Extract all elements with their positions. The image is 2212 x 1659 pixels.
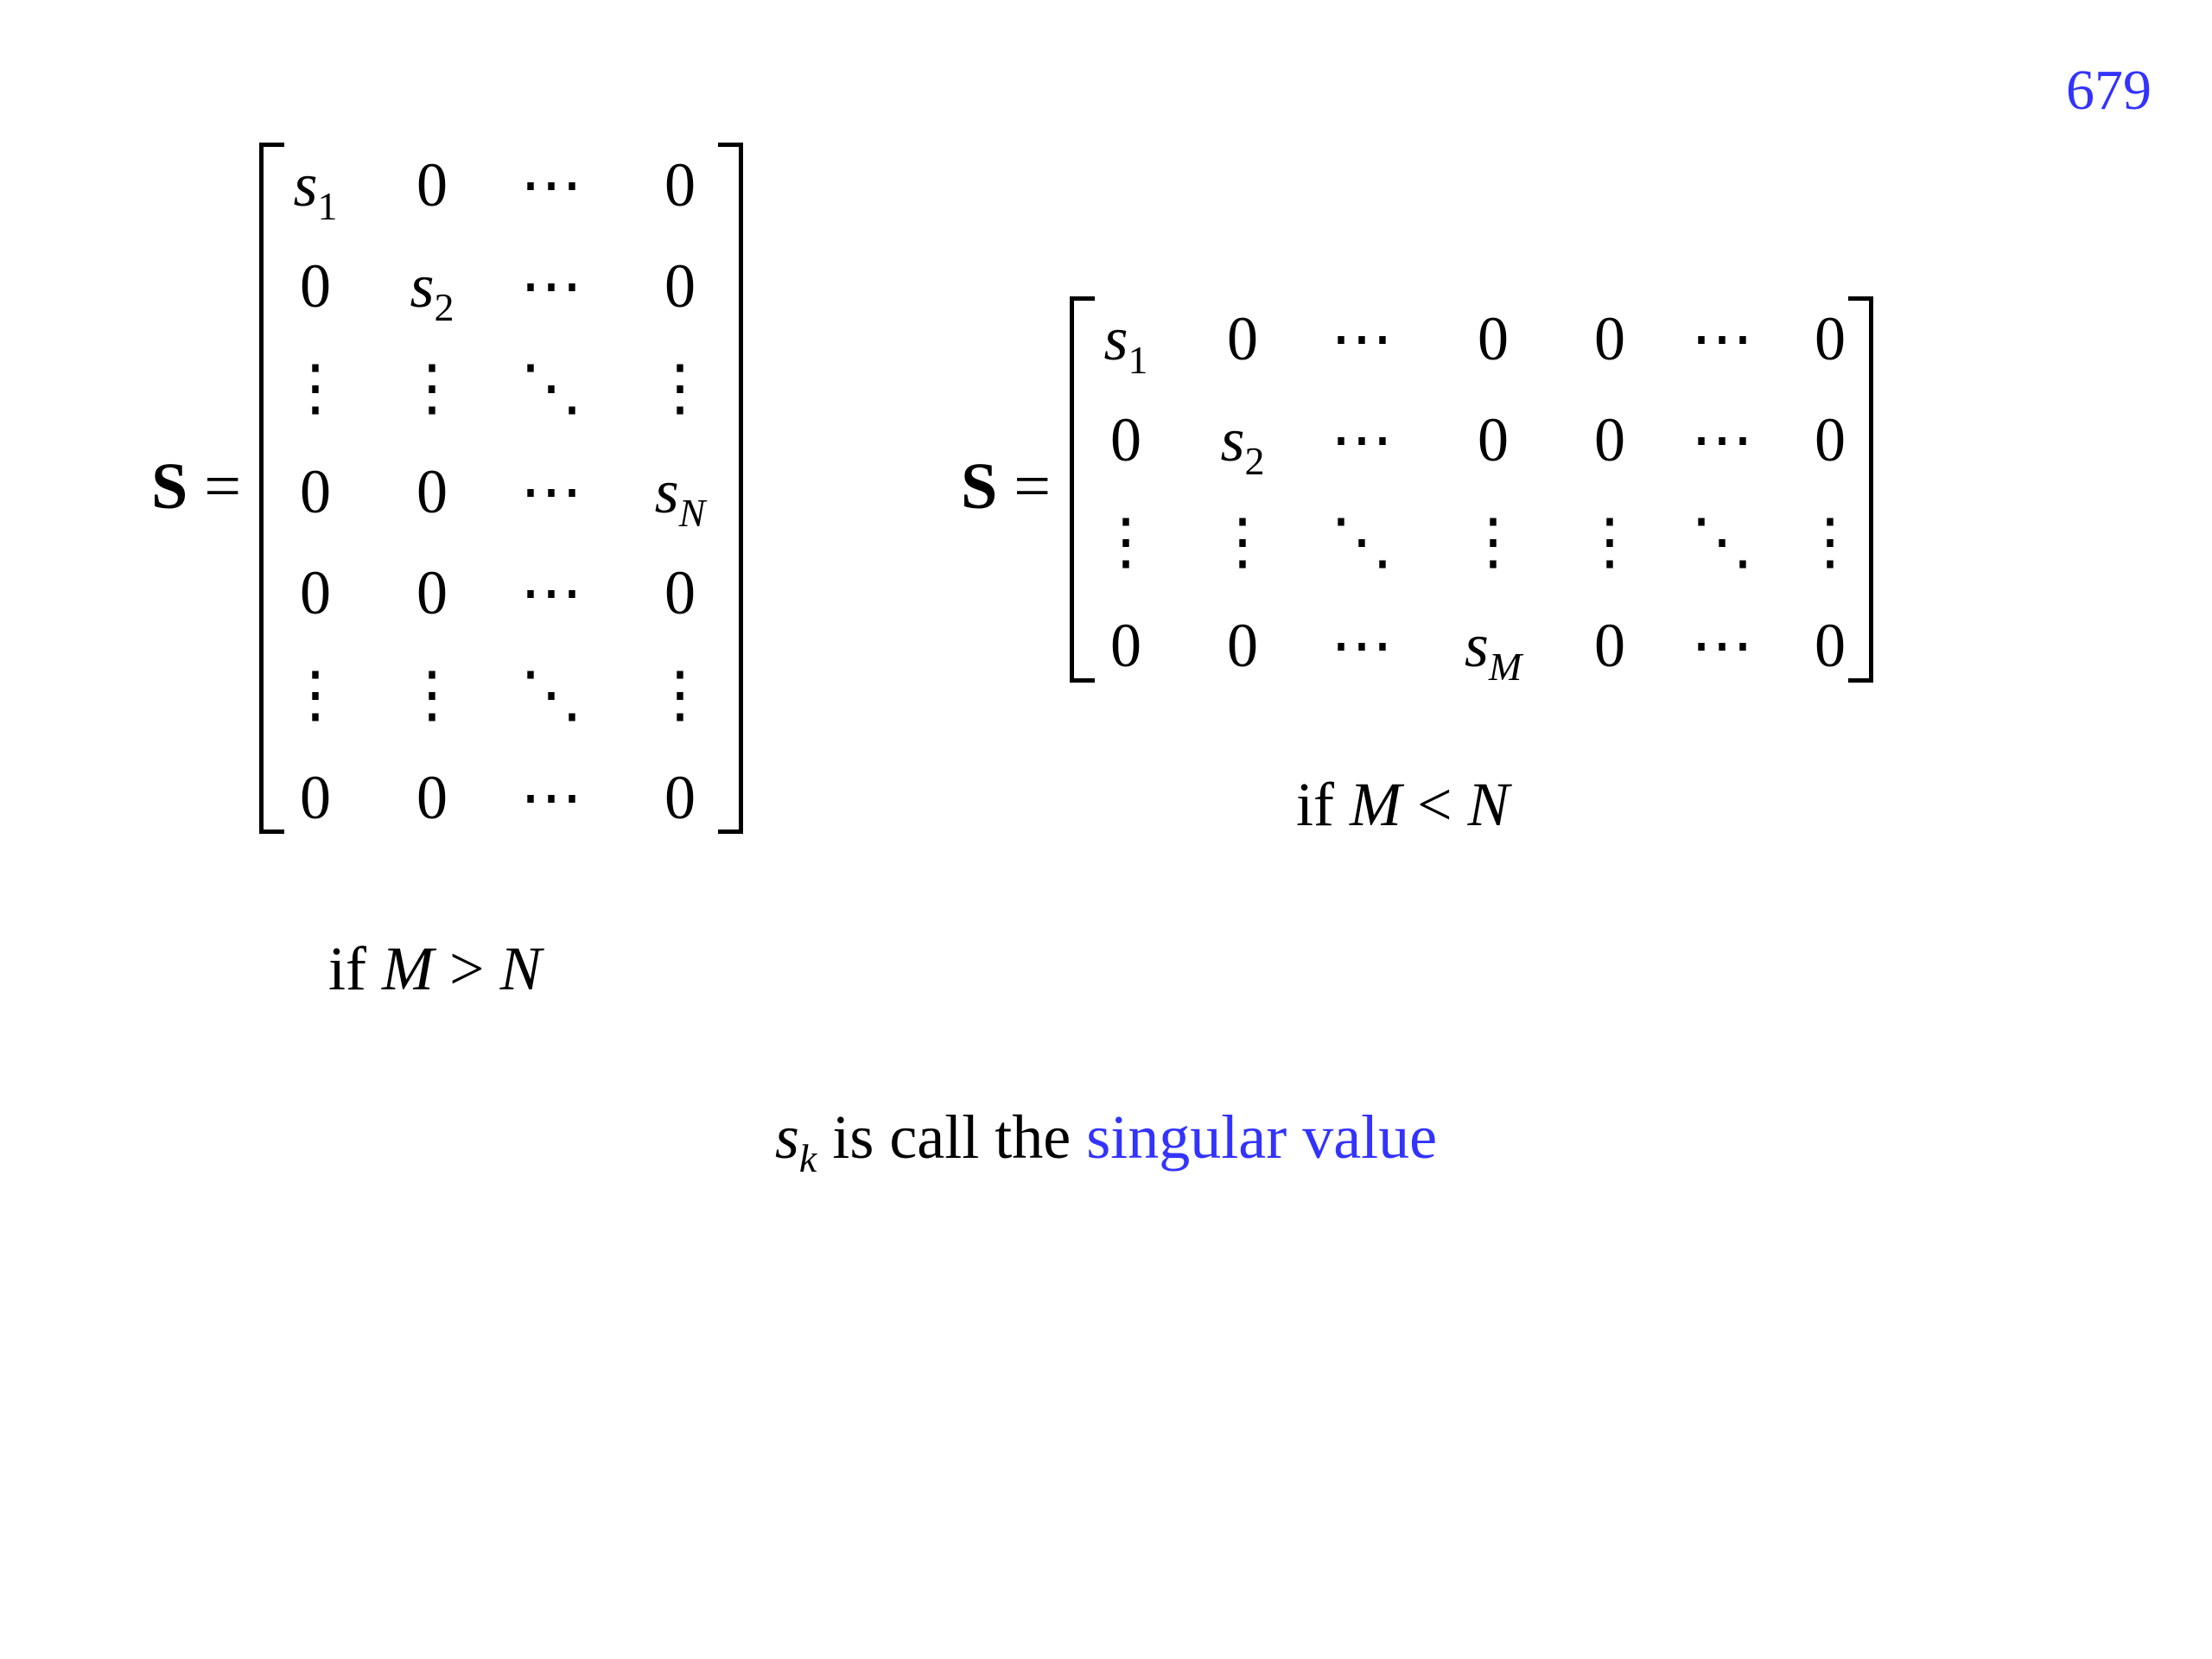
condition-relation: <: [1416, 770, 1452, 839]
right-matrix-cell-r2-c6: ⋯: [1691, 405, 1753, 474]
right-matrix-cell-r4-c3: ⋯: [1331, 611, 1393, 680]
right-matrix-cell-r4-c5: 0: [1594, 611, 1625, 680]
caption-variable-subscript: k: [798, 1136, 817, 1181]
right-matrix-cell-r2-c4: 0: [1478, 405, 1509, 474]
right-matrix-cell-r2-c7: 0: [1815, 405, 1846, 474]
right-matrix-cell-r1-c6: ⋯: [1691, 304, 1753, 373]
singular-value-term: singular value: [1086, 1103, 1438, 1172]
left-matrix-cell-r1-c3: ⋯: [520, 150, 582, 219]
right-matrix-cell-r4-c1: 0: [1110, 611, 1141, 680]
right-matrix-cell-r4-c7: 0: [1815, 611, 1846, 680]
left-matrix-cell-r6-c3: ⋱: [520, 660, 582, 729]
condition-prefix: if: [1296, 770, 1334, 839]
equals-sign: =: [1014, 450, 1052, 523]
right-matrix-cell-r3-c3: ⋱: [1331, 507, 1393, 576]
left-matrix-cell-r4-c3: ⋯: [520, 457, 582, 526]
right-matrix-cell-r1-c2: 0: [1227, 304, 1258, 373]
left-matrix-cell-r5-c1: 0: [300, 558, 331, 627]
condition-prefix: if: [328, 934, 366, 1003]
left-matrix-cell-r3-c1: ⋮: [284, 353, 346, 423]
matrix-symbol: S: [151, 450, 188, 523]
left-matrix-cell-r4-c4: sN: [654, 457, 706, 536]
right-matrix: s1 0 ⋯ 0 0 ⋯ 0 0 s2 ⋯ 0 0 ⋯ 0 ⋮ ⋮ ⋱ ⋮ ⋮ ⋱ ⋮ 0 0 ⋯ sM 0 ⋯ 0: [1070, 296, 1873, 690]
right-matrix-cell-r3-c5: ⋮: [1579, 507, 1641, 576]
right-matrix-cell-r3-c2: ⋮: [1211, 507, 1274, 576]
right-matrix-lhs: S =: [961, 454, 1051, 519]
left-matrix-cell-r5-c2: 0: [416, 558, 448, 627]
matrix-symbol: S: [961, 450, 998, 523]
right-matrix-cell-r2-c1: 0: [1110, 405, 1141, 474]
right-matrix-cell-r2-c2: s2: [1220, 405, 1265, 484]
left-matrix: s1 0 ⋯ 0 0 s2 ⋯ 0 ⋮ ⋮ ⋱ ⋮ 0 0 ⋯ sN 0 0 ⋯ 0 ⋮ ⋮ ⋱ ⋮ 0 0 ⋯ 0: [259, 143, 743, 834]
condition-left: M: [381, 934, 434, 1003]
left-matrix-cell-r5-c4: 0: [664, 558, 696, 627]
left-matrix-cell-r7-c1: 0: [300, 763, 331, 832]
right-matrix-cell-r4-c6: ⋯: [1691, 611, 1753, 680]
left-matrix-cell-r1-c1: s1: [293, 150, 338, 229]
right-matrix-cell-r3-c1: ⋮: [1095, 507, 1157, 576]
condition-relation: >: [448, 934, 485, 1003]
left-matrix-cell-r6-c4: ⋮: [649, 660, 711, 729]
left-matrix-cell-r3-c3: ⋱: [520, 353, 582, 423]
condition-left: M: [1349, 770, 1402, 839]
right-matrix-cell-r1-c5: 0: [1594, 304, 1625, 373]
equals-sign: =: [204, 450, 242, 523]
right-matrix-cell-r1-c3: ⋯: [1331, 304, 1393, 373]
left-matrix-cell-r2-c4: 0: [664, 251, 696, 321]
caption: sk is call the singular value: [0, 1106, 2212, 1179]
condition-right: N: [1467, 770, 1510, 839]
right-matrix-cell-r1-c4: 0: [1478, 304, 1509, 373]
left-matrix-lhs: S =: [151, 454, 241, 519]
left-matrix-cell-r7-c3: ⋯: [520, 763, 582, 832]
caption-variable: s: [774, 1103, 799, 1172]
page-number: 679: [2066, 59, 2152, 122]
left-condition: if M > N: [328, 938, 542, 1000]
left-matrix-cell-r3-c2: ⋮: [401, 353, 463, 423]
left-matrix-cell-r1-c4: 0: [664, 150, 696, 219]
left-matrix-cell-r4-c2: 0: [416, 457, 448, 526]
right-matrix-cell-r2-c3: ⋯: [1331, 405, 1393, 474]
left-matrix-cell-r2-c2: s2: [410, 251, 454, 330]
left-matrix-cell-r3-c4: ⋮: [649, 353, 711, 423]
right-matrix-cell-r3-c6: ⋱: [1691, 507, 1753, 576]
right-matrix-cell-r1-c1: s1: [1103, 304, 1148, 383]
left-matrix-cell-r4-c1: 0: [300, 457, 331, 526]
right-condition: if M < N: [1296, 773, 1510, 836]
left-matrix-cell-r6-c2: ⋮: [401, 660, 463, 729]
right-matrix-cell-r4-c2: 0: [1227, 611, 1258, 680]
condition-right: N: [499, 934, 542, 1003]
caption-text: is call the: [832, 1103, 1071, 1172]
right-matrix-cell-r3-c4: ⋮: [1462, 507, 1524, 576]
left-matrix-cell-r7-c2: 0: [416, 763, 448, 832]
right-matrix-cell-r4-c4: sM: [1464, 611, 1522, 690]
left-matrix-cell-r2-c1: 0: [300, 251, 331, 321]
right-matrix-cell-r1-c7: 0: [1815, 304, 1846, 373]
left-matrix-cell-r2-c3: ⋯: [520, 251, 582, 321]
right-matrix-cell-r3-c7: ⋮: [1799, 507, 1861, 576]
right-matrix-cell-r2-c5: 0: [1594, 405, 1625, 474]
left-matrix-cell-r7-c4: 0: [664, 763, 696, 832]
left-matrix-cell-r6-c1: ⋮: [284, 660, 346, 729]
left-matrix-cell-r5-c3: ⋯: [520, 558, 582, 627]
left-matrix-cell-r1-c2: 0: [416, 150, 448, 219]
